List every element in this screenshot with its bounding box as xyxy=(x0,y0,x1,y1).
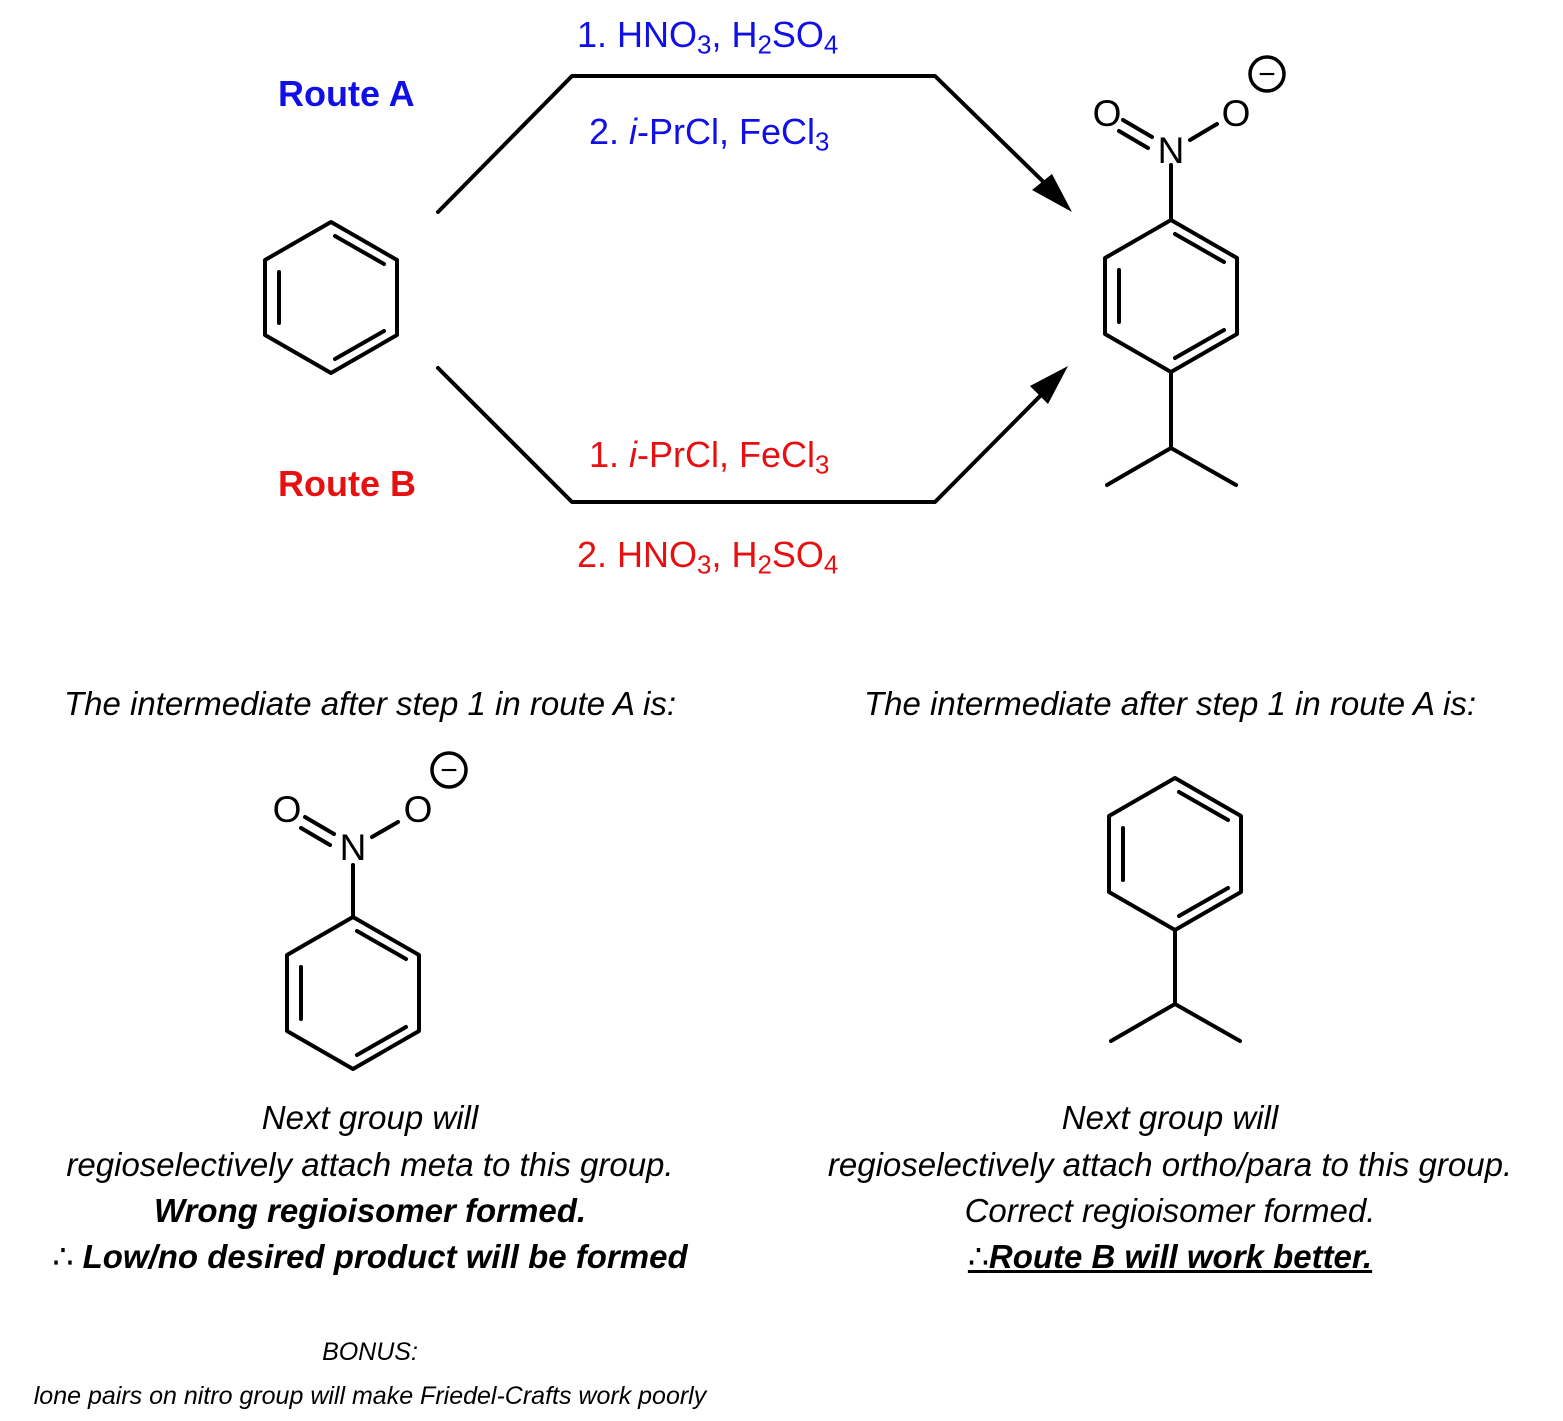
therefore-symbol: ∴ xyxy=(52,1238,74,1275)
nitrobenzene-nitrogen: N xyxy=(340,827,367,868)
route-b-step2: 2. HNO3, H2SO4 xyxy=(577,534,839,580)
arrowhead-b xyxy=(1030,366,1068,404)
left-line4: ∴ Low/no desired product will be formed xyxy=(52,1238,688,1275)
bonus-text: lone pairs on nitro group will make Frie… xyxy=(33,1382,707,1410)
right-heading: The intermediate after step 1 in route A… xyxy=(863,685,1477,722)
nitrobenzene-oxygen-1: O xyxy=(273,789,302,830)
therefore-symbol: ∴ xyxy=(967,1238,989,1275)
route-b-label: Route B xyxy=(278,463,416,504)
left-line3: Wrong regioisomer formed. xyxy=(153,1192,587,1229)
bonus-title: BONUS: xyxy=(322,1338,418,1366)
left-line2: regioselectively attach meta to this gro… xyxy=(66,1146,674,1183)
route-a-path xyxy=(436,74,1064,214)
product-structure xyxy=(1103,55,1286,487)
route-a-step2: 2. i-PrCl, FeCl3 xyxy=(589,111,830,157)
product-oxygen-2: O xyxy=(1222,93,1251,134)
right-line1: Next group will xyxy=(1061,1099,1279,1136)
benzene-structure xyxy=(263,220,399,375)
left-line1: Next group will xyxy=(261,1099,479,1136)
nitrobenzene-structure xyxy=(285,751,468,1071)
right-line2: regioselectively attach ortho/para to th… xyxy=(827,1146,1513,1183)
route-b-path xyxy=(436,366,1060,504)
route-b-step1: 1. i-PrCl, FeCl3 xyxy=(589,434,830,480)
product-nitrogen: N xyxy=(1158,130,1185,171)
nitrobenzene-charge: − xyxy=(440,754,458,787)
product-charge: − xyxy=(1258,58,1276,91)
arrowhead-a xyxy=(1032,174,1072,212)
right-line4: ∴Route B will work better. xyxy=(967,1238,1373,1275)
route-a-step1: 1. HNO3, H2SO4 xyxy=(577,14,839,60)
right-line3: Correct regioisomer formed. xyxy=(964,1192,1376,1229)
product-oxygen-1: O xyxy=(1093,93,1122,134)
nitrobenzene-oxygen-2: O xyxy=(404,789,433,830)
cumene-structure xyxy=(1107,776,1243,1043)
route-a-label: Route A xyxy=(278,73,415,114)
left-heading: The intermediate after step 1 in route A… xyxy=(63,685,677,722)
